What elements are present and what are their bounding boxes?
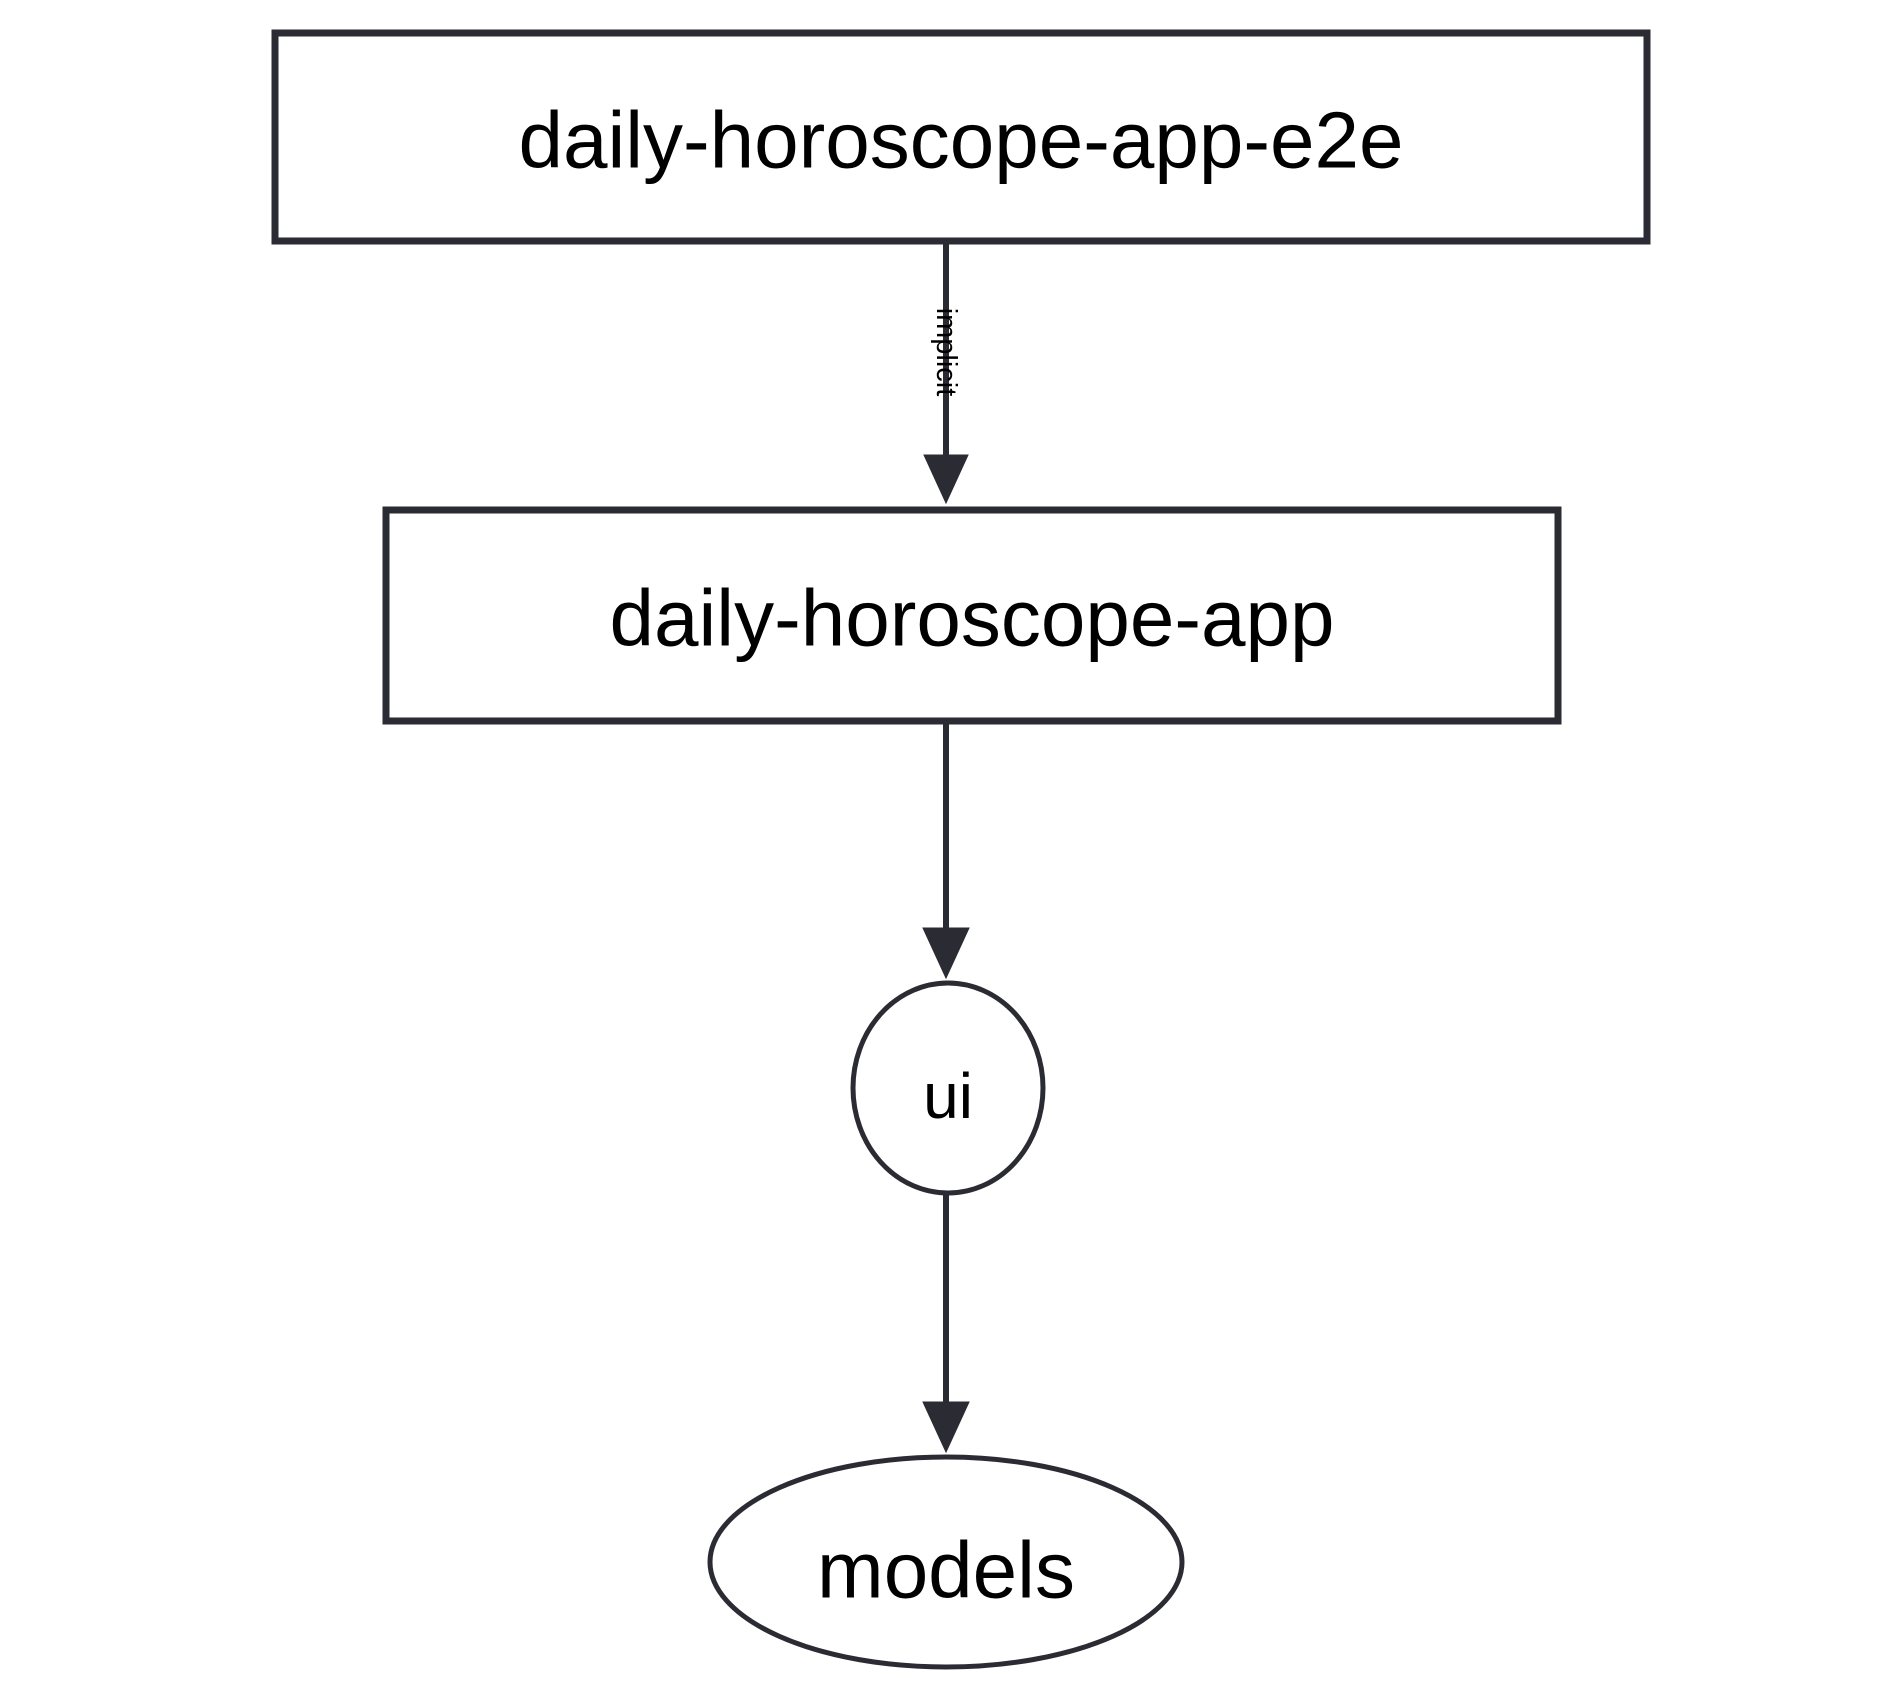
node-daily-horoscope-app-e2e-label: daily-horoscope-app-e2e bbox=[519, 96, 1404, 185]
edge-label-implicit: implicit bbox=[930, 308, 962, 397]
edge-e2e-to-app-arrowhead-icon bbox=[923, 454, 969, 505]
node-ui-shape bbox=[850, 980, 1046, 1196]
edge-e2e-to-app[interactable]: implicit bbox=[923, 244, 969, 505]
node-daily-horoscope-app-shape bbox=[382, 506, 1562, 725]
edge-app-to-ui-arrowhead-icon bbox=[922, 927, 970, 980]
edge-app-to-ui[interactable] bbox=[922, 724, 970, 980]
node-daily-horoscope-app-e2e-shape bbox=[271, 29, 1651, 245]
node-models-shape bbox=[707, 1454, 1185, 1670]
node-models[interactable]: models bbox=[707, 1454, 1185, 1670]
node-ui-label: ui bbox=[923, 1060, 973, 1132]
edge-ui-to-models-arrowhead-icon bbox=[922, 1401, 970, 1454]
node-daily-horoscope-app-e2e[interactable]: daily-horoscope-app-e2e bbox=[271, 29, 1651, 245]
node-daily-horoscope-app[interactable]: daily-horoscope-app bbox=[382, 506, 1562, 725]
node-models-label: models bbox=[817, 1526, 1075, 1615]
node-daily-horoscope-app-label: daily-horoscope-app bbox=[610, 574, 1335, 663]
node-ui[interactable]: ui bbox=[850, 980, 1046, 1196]
edge-ui-to-models[interactable] bbox=[922, 1194, 970, 1454]
